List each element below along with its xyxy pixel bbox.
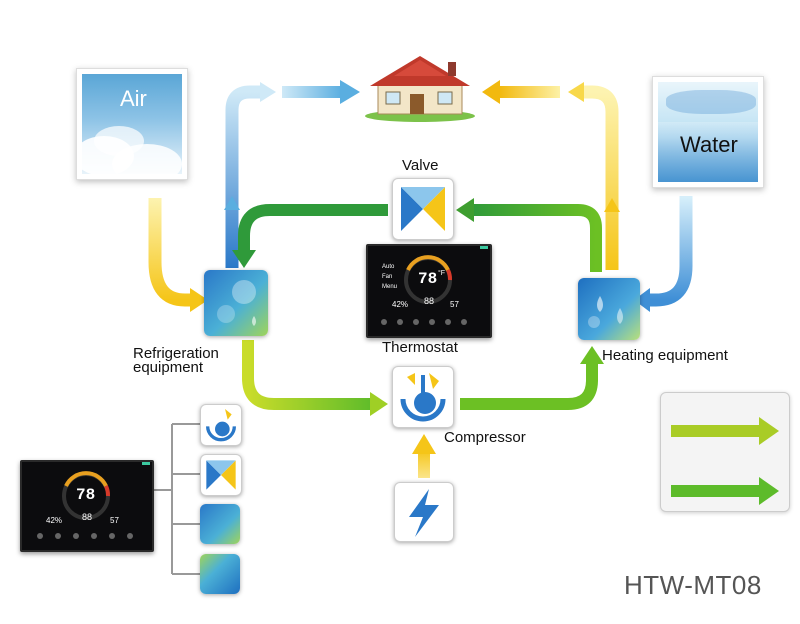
power-arrow-head bbox=[412, 434, 436, 454]
svg-text:Auto: Auto bbox=[382, 264, 395, 270]
green-bottom-arrow-head-2 bbox=[580, 346, 604, 364]
valve-mini-icon bbox=[200, 454, 242, 496]
cold-supply-arrow bbox=[225, 85, 262, 268]
green-bottom-arrow-head-1 bbox=[370, 392, 388, 416]
valve-label: Valve bbox=[402, 157, 439, 174]
green-top-arrow bbox=[470, 204, 602, 272]
cold-supply-arrow-head bbox=[224, 196, 240, 210]
thermostat-side-display: 78 42% 88 57 bbox=[20, 460, 154, 552]
thermo-side-temp: 78 bbox=[76, 486, 96, 504]
thermo-time: 57 bbox=[450, 300, 459, 309]
house-icon bbox=[365, 56, 475, 122]
green-top-arrow-head-2 bbox=[232, 250, 256, 268]
refrigeration-label-line2: equipment bbox=[133, 359, 204, 376]
legend-panel bbox=[660, 392, 790, 512]
svg-text:Menu: Menu bbox=[382, 284, 397, 290]
thermo-settemp: 88 bbox=[424, 296, 435, 306]
water-flow-arrow bbox=[648, 196, 693, 307]
compressor-label: Compressor bbox=[444, 429, 526, 446]
power-icon bbox=[394, 482, 454, 542]
house-arrow-right-head bbox=[482, 80, 500, 104]
heating-mini-icon bbox=[200, 554, 240, 594]
heat-supply-arrow-head-2 bbox=[568, 82, 584, 102]
thermo-humidity: 42% bbox=[392, 300, 409, 309]
svg-text:Fan: Fan bbox=[382, 274, 392, 280]
thermo-side-humidity: 42% bbox=[46, 516, 63, 525]
compressor-mini-icon bbox=[200, 404, 242, 446]
thermo-side-time: 57 bbox=[110, 516, 119, 525]
green-top-arrow-2 bbox=[238, 204, 388, 252]
air-label: Air bbox=[120, 86, 147, 111]
water-label: Water bbox=[680, 132, 738, 157]
green-top-arrow-head-1 bbox=[456, 198, 474, 222]
green-bottom-arrow bbox=[242, 340, 372, 410]
thermostat-label: Thermostat bbox=[382, 339, 458, 356]
model-label: HTW-MT08 bbox=[624, 570, 762, 600]
valve-icon bbox=[392, 178, 454, 240]
refrigeration-icon bbox=[204, 270, 268, 336]
cold-supply-arrow-head-2 bbox=[260, 82, 276, 102]
refrigeration-label-line1: Refrigeration bbox=[133, 345, 219, 362]
green-bottom-arrow-2 bbox=[460, 362, 598, 410]
bracket-lines bbox=[150, 423, 200, 575]
heating-label: Heating equipment bbox=[602, 347, 728, 364]
air-photo: Air bbox=[76, 68, 188, 180]
compressor-icon bbox=[392, 366, 454, 428]
heat-supply-arrow bbox=[580, 85, 619, 270]
thermo-side-settemp: 88 bbox=[82, 512, 93, 522]
heat-supply-arrow-head bbox=[604, 198, 620, 212]
refrigeration-mini-icon bbox=[200, 504, 240, 544]
air-flow-arrow-head bbox=[190, 288, 208, 312]
water-photo: Water bbox=[652, 76, 764, 188]
heating-icon bbox=[578, 278, 640, 340]
house-arrow-left-head bbox=[340, 80, 360, 104]
thermo-unit: °F bbox=[438, 270, 446, 277]
thermo-temp: 78 bbox=[418, 270, 438, 288]
air-flow-arrow bbox=[148, 198, 192, 307]
water-flow-arrow-head bbox=[634, 288, 650, 312]
